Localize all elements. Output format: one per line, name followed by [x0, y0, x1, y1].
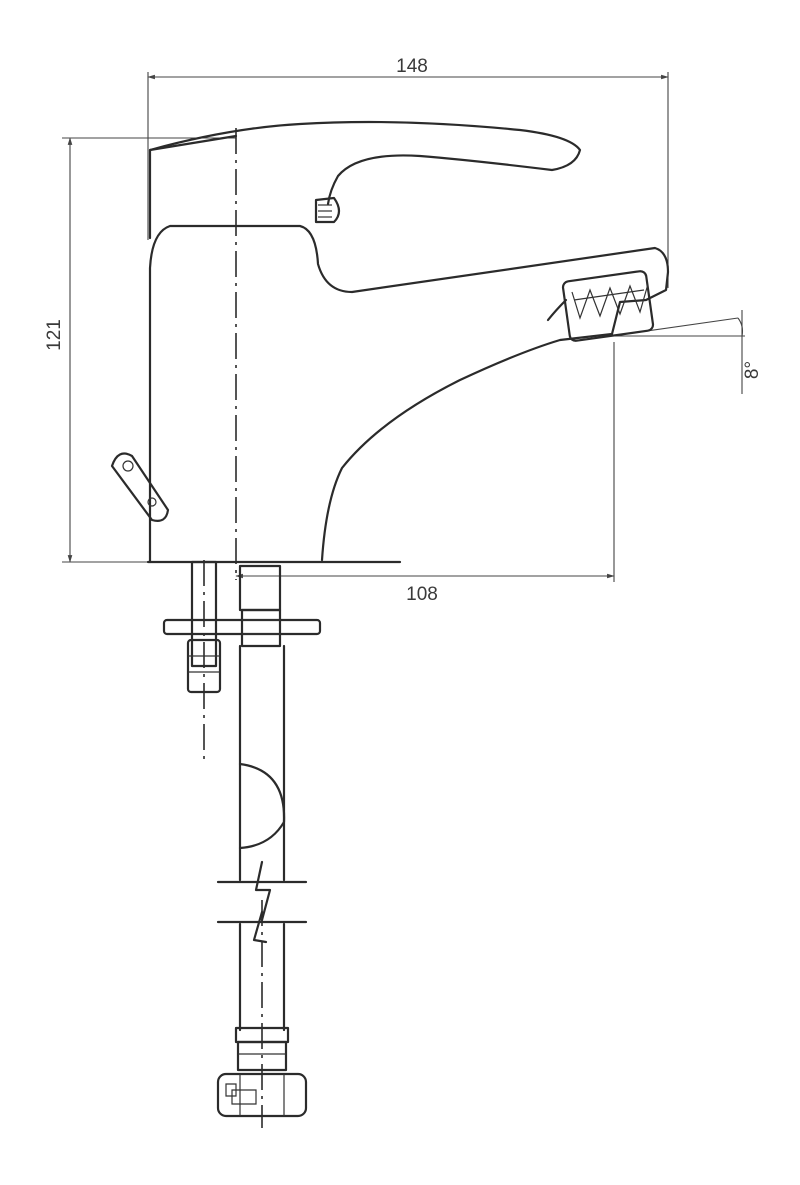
dimension-angle: 8° — [611, 310, 763, 394]
width-label: 148 — [396, 56, 428, 77]
dimension-height: 121 — [44, 137, 236, 563]
lever-button — [314, 196, 341, 224]
height-label: 121 — [44, 319, 65, 351]
dimension-width: 148 — [147, 56, 669, 288]
angle-label: 8° — [742, 361, 763, 379]
pop-up-rod — [186, 560, 222, 694]
hose-nut — [216, 1026, 308, 1118]
pop-up-knob — [110, 452, 170, 522]
flexible-hose — [216, 644, 308, 1032]
dimension-reach: 108 — [235, 342, 615, 605]
reach-label: 108 — [406, 584, 438, 605]
aerator — [561, 270, 655, 342]
fixing-plate — [162, 564, 322, 648]
lever-handle — [148, 120, 582, 240]
faucet-body — [146, 224, 670, 564]
